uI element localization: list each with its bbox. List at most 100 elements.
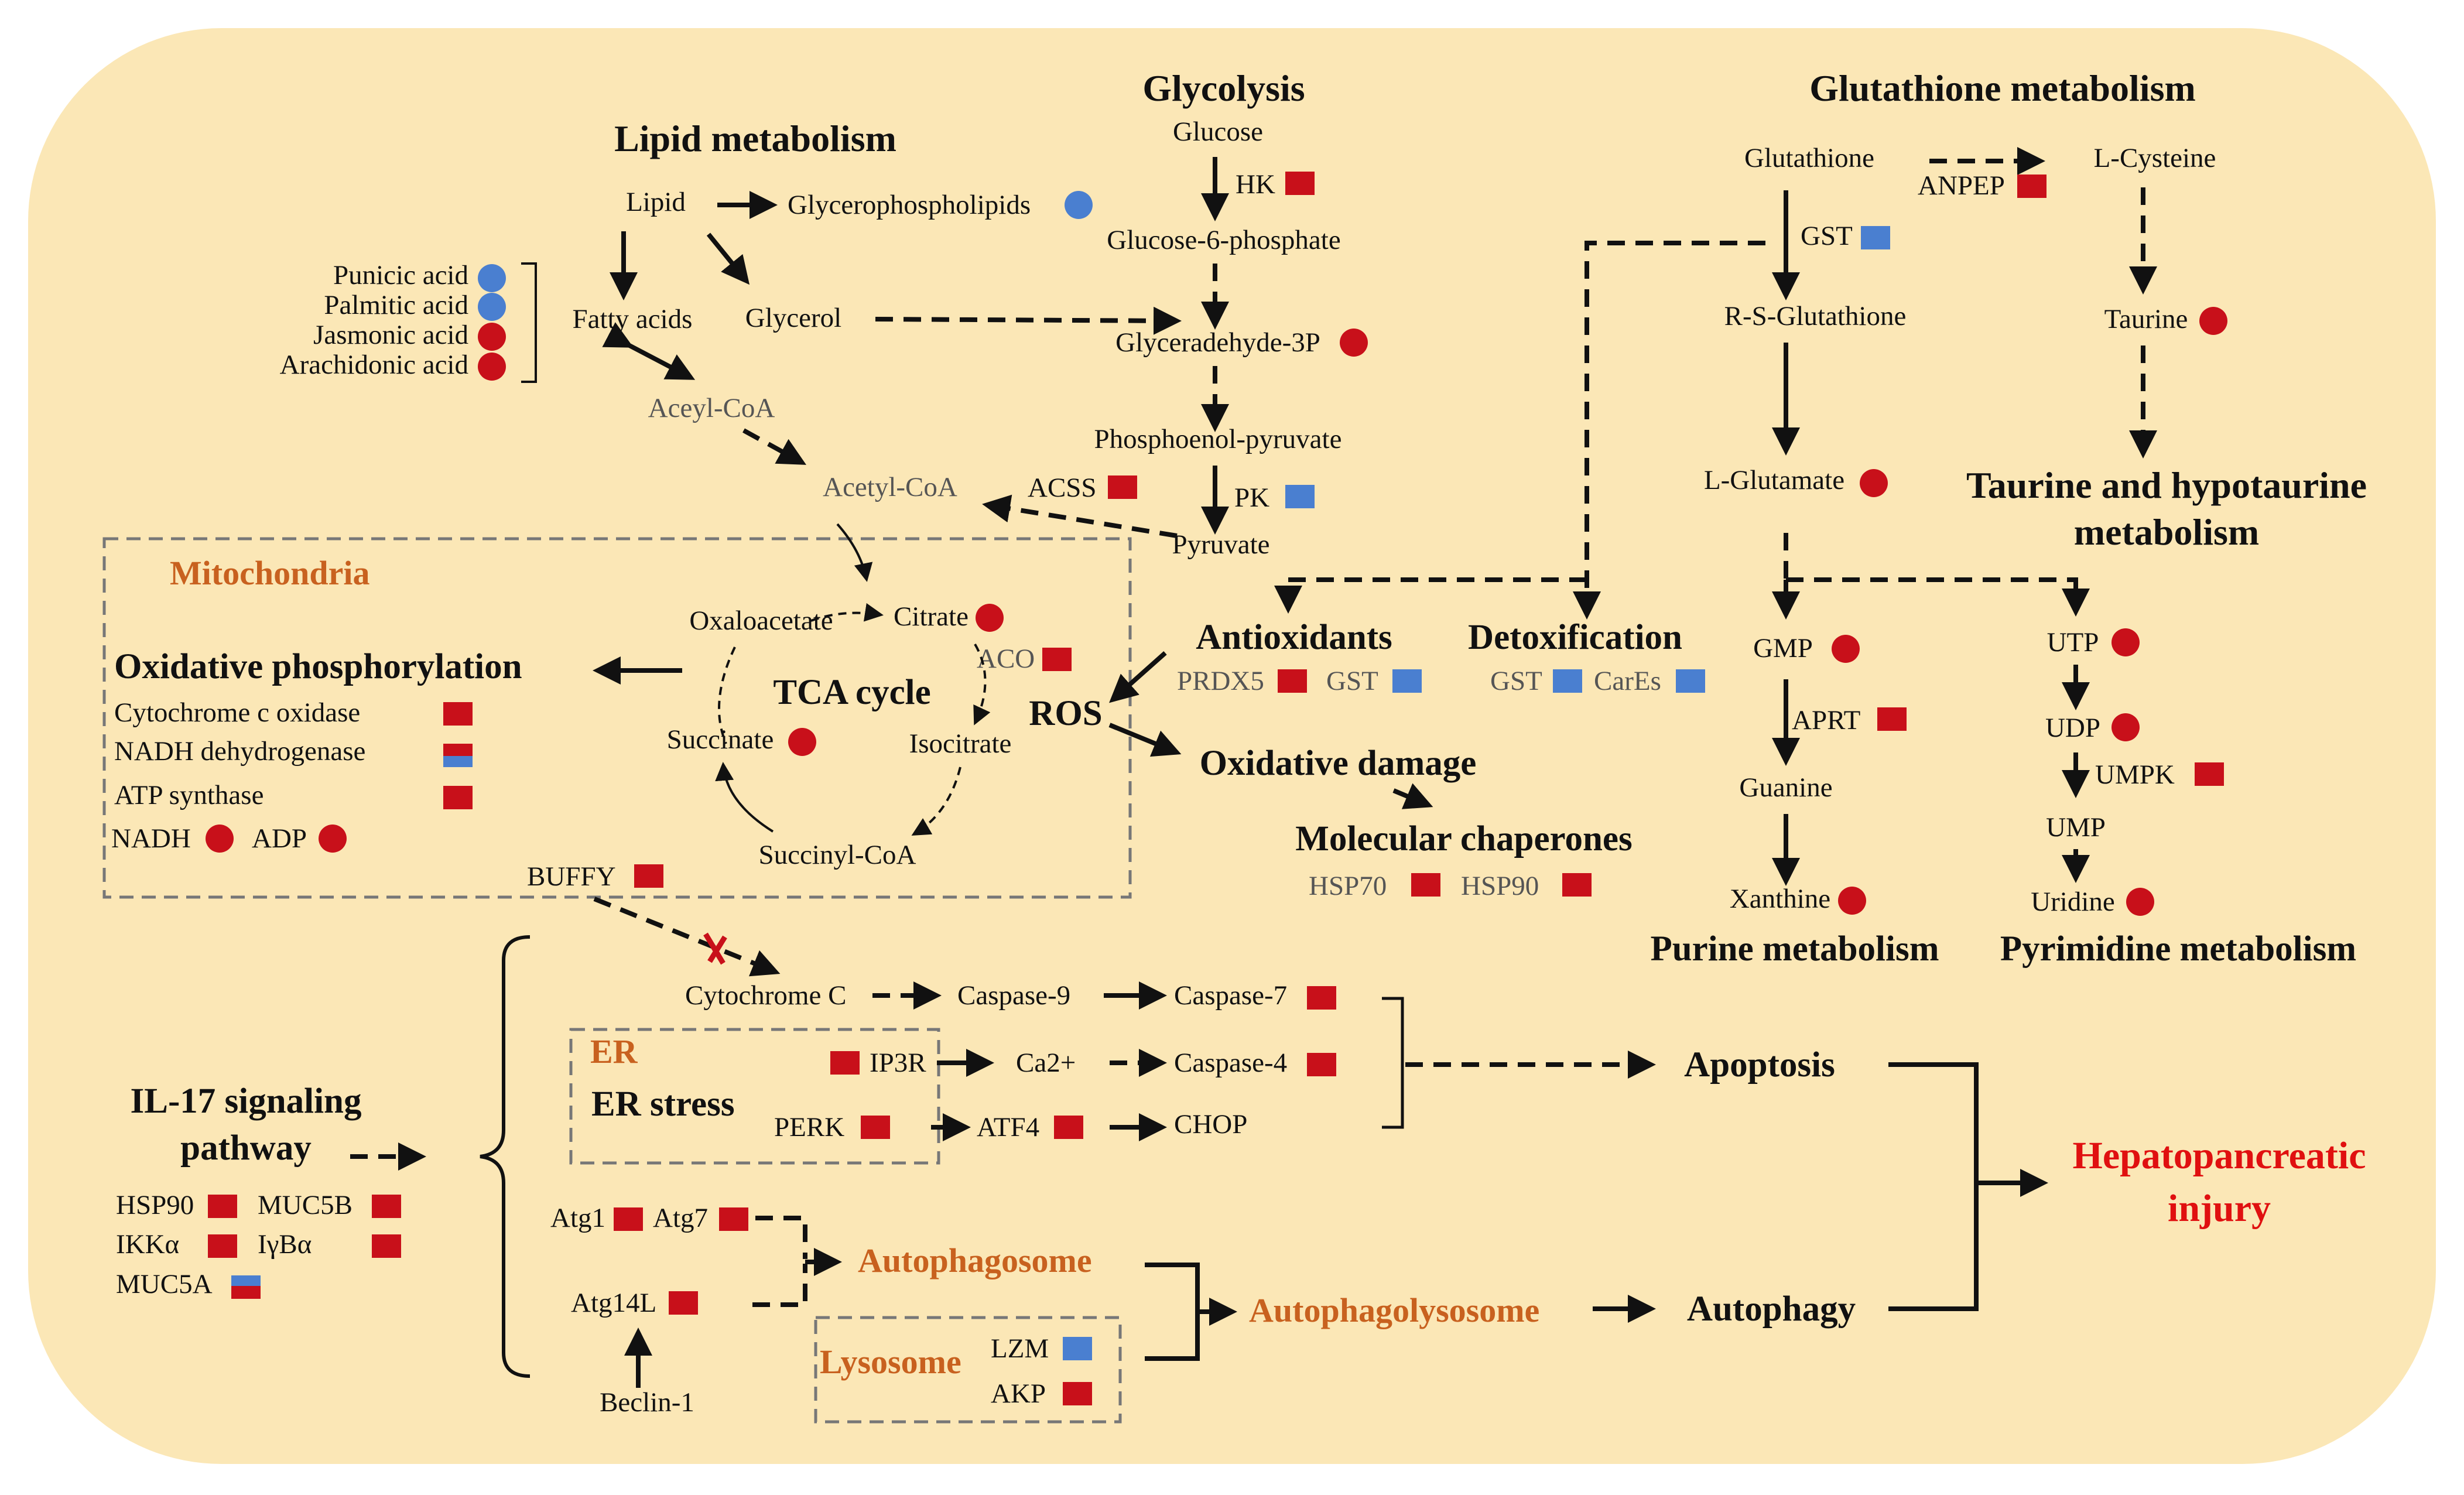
node-pep: Phosphoenol-pyruvate xyxy=(1094,424,1342,454)
xanthine-up-marker xyxy=(1838,887,1866,915)
node-xanthine: Xanthine xyxy=(1730,884,1830,914)
node-prdx5: PRDX5 xyxy=(1177,666,1264,696)
gst-antiox-down-marker xyxy=(1392,669,1422,693)
punicic-down-marker xyxy=(478,264,506,292)
node-ca2: Ca2+ xyxy=(1016,1048,1076,1078)
gmp-up-marker xyxy=(1832,635,1860,663)
label-er-stress: ER stress xyxy=(591,1085,735,1124)
arachidonic-up-marker xyxy=(478,353,506,381)
nadh-up-marker xyxy=(206,825,234,853)
gst-glutathione-down-marker xyxy=(1861,226,1890,249)
node-gst-antiox: GST xyxy=(1326,666,1378,696)
buffy-up-marker xyxy=(634,864,663,888)
node-hsp70: HSP70 xyxy=(1309,871,1387,901)
hk-up-marker xyxy=(1285,172,1315,195)
node-beclin-1: Beclin-1 xyxy=(600,1387,694,1418)
node-ros: ROS xyxy=(1029,694,1102,733)
atg14l-up-marker xyxy=(669,1291,698,1315)
iyba-up-marker xyxy=(372,1234,401,1258)
outcome-injury-line1: Hepatopancreatic xyxy=(2072,1134,2366,1177)
node-ump: UMP xyxy=(2046,812,2106,843)
node-rs-glutathione: R-S-Glutathione xyxy=(1724,301,1907,331)
node-gmp: GMP xyxy=(1753,633,1813,663)
ikka-up-marker xyxy=(208,1234,237,1258)
atf4-up-marker xyxy=(1054,1116,1083,1139)
section-apoptosis: Apoptosis xyxy=(1684,1045,1835,1085)
enzyme-aprt: APRT xyxy=(1792,705,1860,735)
label-mitochondria: Mitochondria xyxy=(170,554,370,592)
node-adp: ADP xyxy=(252,823,307,854)
node-atf4: ATF4 xyxy=(977,1112,1039,1142)
hsp90-up-marker xyxy=(1562,873,1592,897)
label-lysosome: Lysosome xyxy=(820,1343,961,1381)
enzyme-hk: HK xyxy=(1236,169,1275,200)
section-lipid: Lipid metabolism xyxy=(614,118,896,159)
udp-up-marker xyxy=(2111,713,2140,741)
node-taurine: Taurine xyxy=(2104,304,2188,334)
g3p-up-marker xyxy=(1340,329,1368,357)
node-aceyl-coa: Aceyl-CoA xyxy=(648,393,775,423)
node-nadh-dehydrogenase: NADH dehydrogenase xyxy=(114,736,365,767)
aprt-up-marker xyxy=(1877,707,1907,731)
node-oxaloacetate: Oxaloacetate xyxy=(689,605,833,636)
section-oxphos: Oxidative phosphorylation xyxy=(114,647,522,686)
enzyme-anpep: ANPEP xyxy=(1918,170,2005,201)
section-detoxification: Detoxification xyxy=(1468,618,1682,657)
label-autophagosome: Autophagosome xyxy=(858,1241,1092,1280)
node-uridine: Uridine xyxy=(2031,887,2115,917)
node-muc5a: MUC5A xyxy=(116,1269,213,1299)
background-panel xyxy=(28,28,2436,1464)
node-muc5b: MUC5B xyxy=(258,1190,353,1220)
section-il17-line2: pathway xyxy=(180,1128,312,1168)
section-chaperones: Molecular chaperones xyxy=(1295,819,1632,858)
node-l-cysteine: L-Cysteine xyxy=(2094,143,2216,173)
caspase-7-up-marker xyxy=(1307,986,1336,1010)
node-succinate: Succinate xyxy=(667,724,774,755)
pk-down-marker xyxy=(1285,485,1315,508)
node-guanine: Guanine xyxy=(1739,772,1832,803)
node-gst-detox: GST xyxy=(1490,666,1542,696)
node-akp: AKP xyxy=(991,1378,1046,1409)
node-g3p: Glyceradehyde-3P xyxy=(1115,327,1320,358)
succinate-up-marker xyxy=(788,728,816,756)
node-isocitrate: Isocitrate xyxy=(909,728,1012,759)
node-ip3r: IP3R xyxy=(870,1048,926,1078)
muc5b-up-marker xyxy=(372,1195,401,1218)
enzyme-pk: PK xyxy=(1234,483,1269,513)
glycerophospholipids-down-marker xyxy=(1065,191,1093,219)
section-purine: Purine metabolism xyxy=(1650,929,1939,969)
node-glycerophospholipids: Glycerophospholipids xyxy=(788,190,1031,220)
outcome-injury-line2: injury xyxy=(2168,1187,2271,1230)
node-atg7: Atg7 xyxy=(653,1203,708,1233)
umpk-up-marker xyxy=(2195,762,2224,786)
lysosome-compartment xyxy=(814,1316,1122,1424)
citrate-up-marker xyxy=(976,604,1004,632)
uridine-up-marker xyxy=(2126,888,2154,916)
node-cares: CarEs xyxy=(1594,666,1661,696)
node-acetyl-coa: Acetyl-CoA xyxy=(823,472,957,502)
node-arachidonic-acid: Arachidonic acid xyxy=(280,350,468,380)
node-hsp90: HSP90 xyxy=(1461,871,1539,901)
node-buffy: BUFFY xyxy=(527,861,616,892)
section-taurine: Taurine and hypotaurine xyxy=(1966,464,2367,506)
atg7-up-marker xyxy=(719,1207,748,1231)
muc5a-mixed-marker-up xyxy=(231,1286,261,1299)
muc5a-mixed-marker-down xyxy=(231,1275,261,1286)
node-punicic-acid: Punicic acid xyxy=(333,260,468,290)
node-nadh: NADH xyxy=(111,823,191,854)
atp-synthase-up-marker xyxy=(443,786,473,809)
node-cytochrome-c: Cytochrome C xyxy=(685,980,846,1011)
node-g6p: Glucose-6-phosphate xyxy=(1107,225,1340,255)
blocked-marker xyxy=(703,932,727,965)
nadh-dh-mixed-marker-down xyxy=(443,756,473,767)
aco-up-marker xyxy=(1042,648,1072,671)
node-caspase-4: Caspase-4 xyxy=(1174,1048,1287,1078)
node-lipid: Lipid xyxy=(626,187,686,217)
gst-detox-down-marker xyxy=(1553,669,1582,693)
node-glutathione: Glutathione xyxy=(1744,143,1874,173)
node-glucose: Glucose xyxy=(1173,117,1263,147)
mitochondria-compartment xyxy=(102,537,1132,899)
node-jasmonic-acid: Jasmonic acid xyxy=(313,320,468,350)
node-perk: PERK xyxy=(774,1112,844,1142)
